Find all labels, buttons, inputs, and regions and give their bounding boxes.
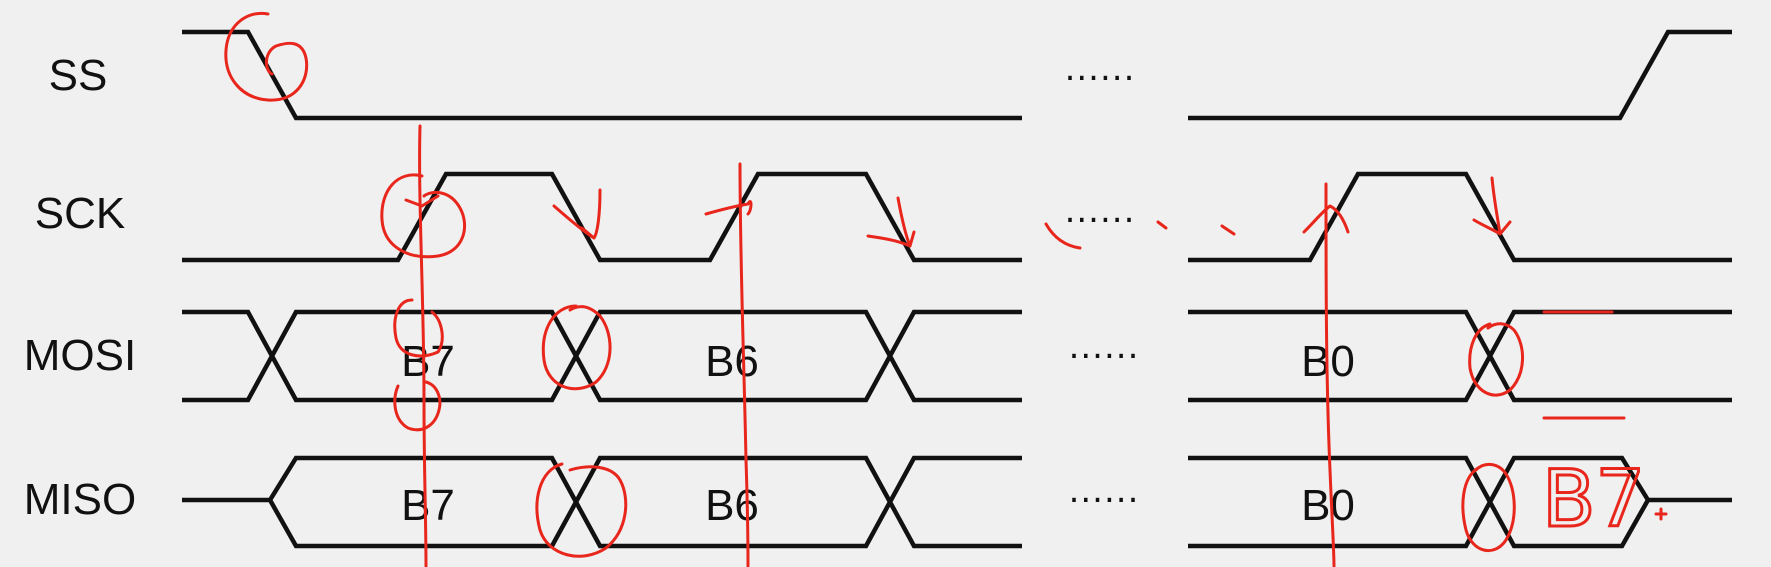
annotation-arrow-2 xyxy=(552,188,602,240)
mosi-bit-b6: B6 xyxy=(705,337,759,386)
annotation-arrow-5 xyxy=(1302,204,1350,234)
annotation-vline-2 xyxy=(738,162,750,567)
miso-bit-b6: B6 xyxy=(705,481,759,530)
annotations: B7 xyxy=(224,11,1668,567)
miso-label: MISO xyxy=(24,475,136,524)
annotation-mosi-x-circle-2 xyxy=(1468,322,1525,397)
sck-label: SCK xyxy=(35,189,125,238)
ss-ellipsis: ...... xyxy=(1065,49,1136,89)
miso-waveform xyxy=(182,455,1732,549)
annotation-arrow-1 xyxy=(404,194,440,208)
annotation-arrow-6 xyxy=(1472,176,1512,236)
sck-ellipsis: ...... xyxy=(1065,191,1136,231)
annotation-vline-1 xyxy=(418,124,428,567)
annotation-ss-circle xyxy=(224,11,309,102)
miso-bit-b7: B7 xyxy=(401,481,455,530)
mosi-ellipsis: ...... xyxy=(1069,327,1140,367)
annotation-mosi-x-circle-1 xyxy=(541,304,612,391)
sck-waveform-start xyxy=(182,171,1022,263)
annotation-plus xyxy=(1654,507,1668,521)
annotation-miso-x-circle-1 xyxy=(535,462,628,558)
annotation-dash-3 xyxy=(1220,224,1236,236)
mosi-label: MOSI xyxy=(24,331,136,380)
annotation-miso-x-circle-2 xyxy=(1461,463,1516,552)
miso-ellipsis: ...... xyxy=(1069,471,1140,511)
annotation-sck-circle xyxy=(380,173,467,259)
annotation-dash-1 xyxy=(1044,222,1082,250)
sck-waveform-end xyxy=(1188,171,1732,263)
ss-label: SS xyxy=(49,51,108,100)
annotation-dash-2 xyxy=(1156,220,1168,230)
mosi-bit-b7: B7 xyxy=(401,337,455,386)
annotation-arrow-3 xyxy=(704,200,753,216)
miso-bit-b0: B0 xyxy=(1301,481,1355,530)
annotation-handwritten-b7: B7 xyxy=(1542,455,1645,545)
ss-waveform-start xyxy=(182,29,1022,121)
annotation-vline-3 xyxy=(1324,182,1336,567)
ss-waveform-end xyxy=(1188,29,1732,121)
annotation-arrow-4 xyxy=(866,196,916,248)
annotation-mosi-b7-scribble xyxy=(393,298,444,432)
